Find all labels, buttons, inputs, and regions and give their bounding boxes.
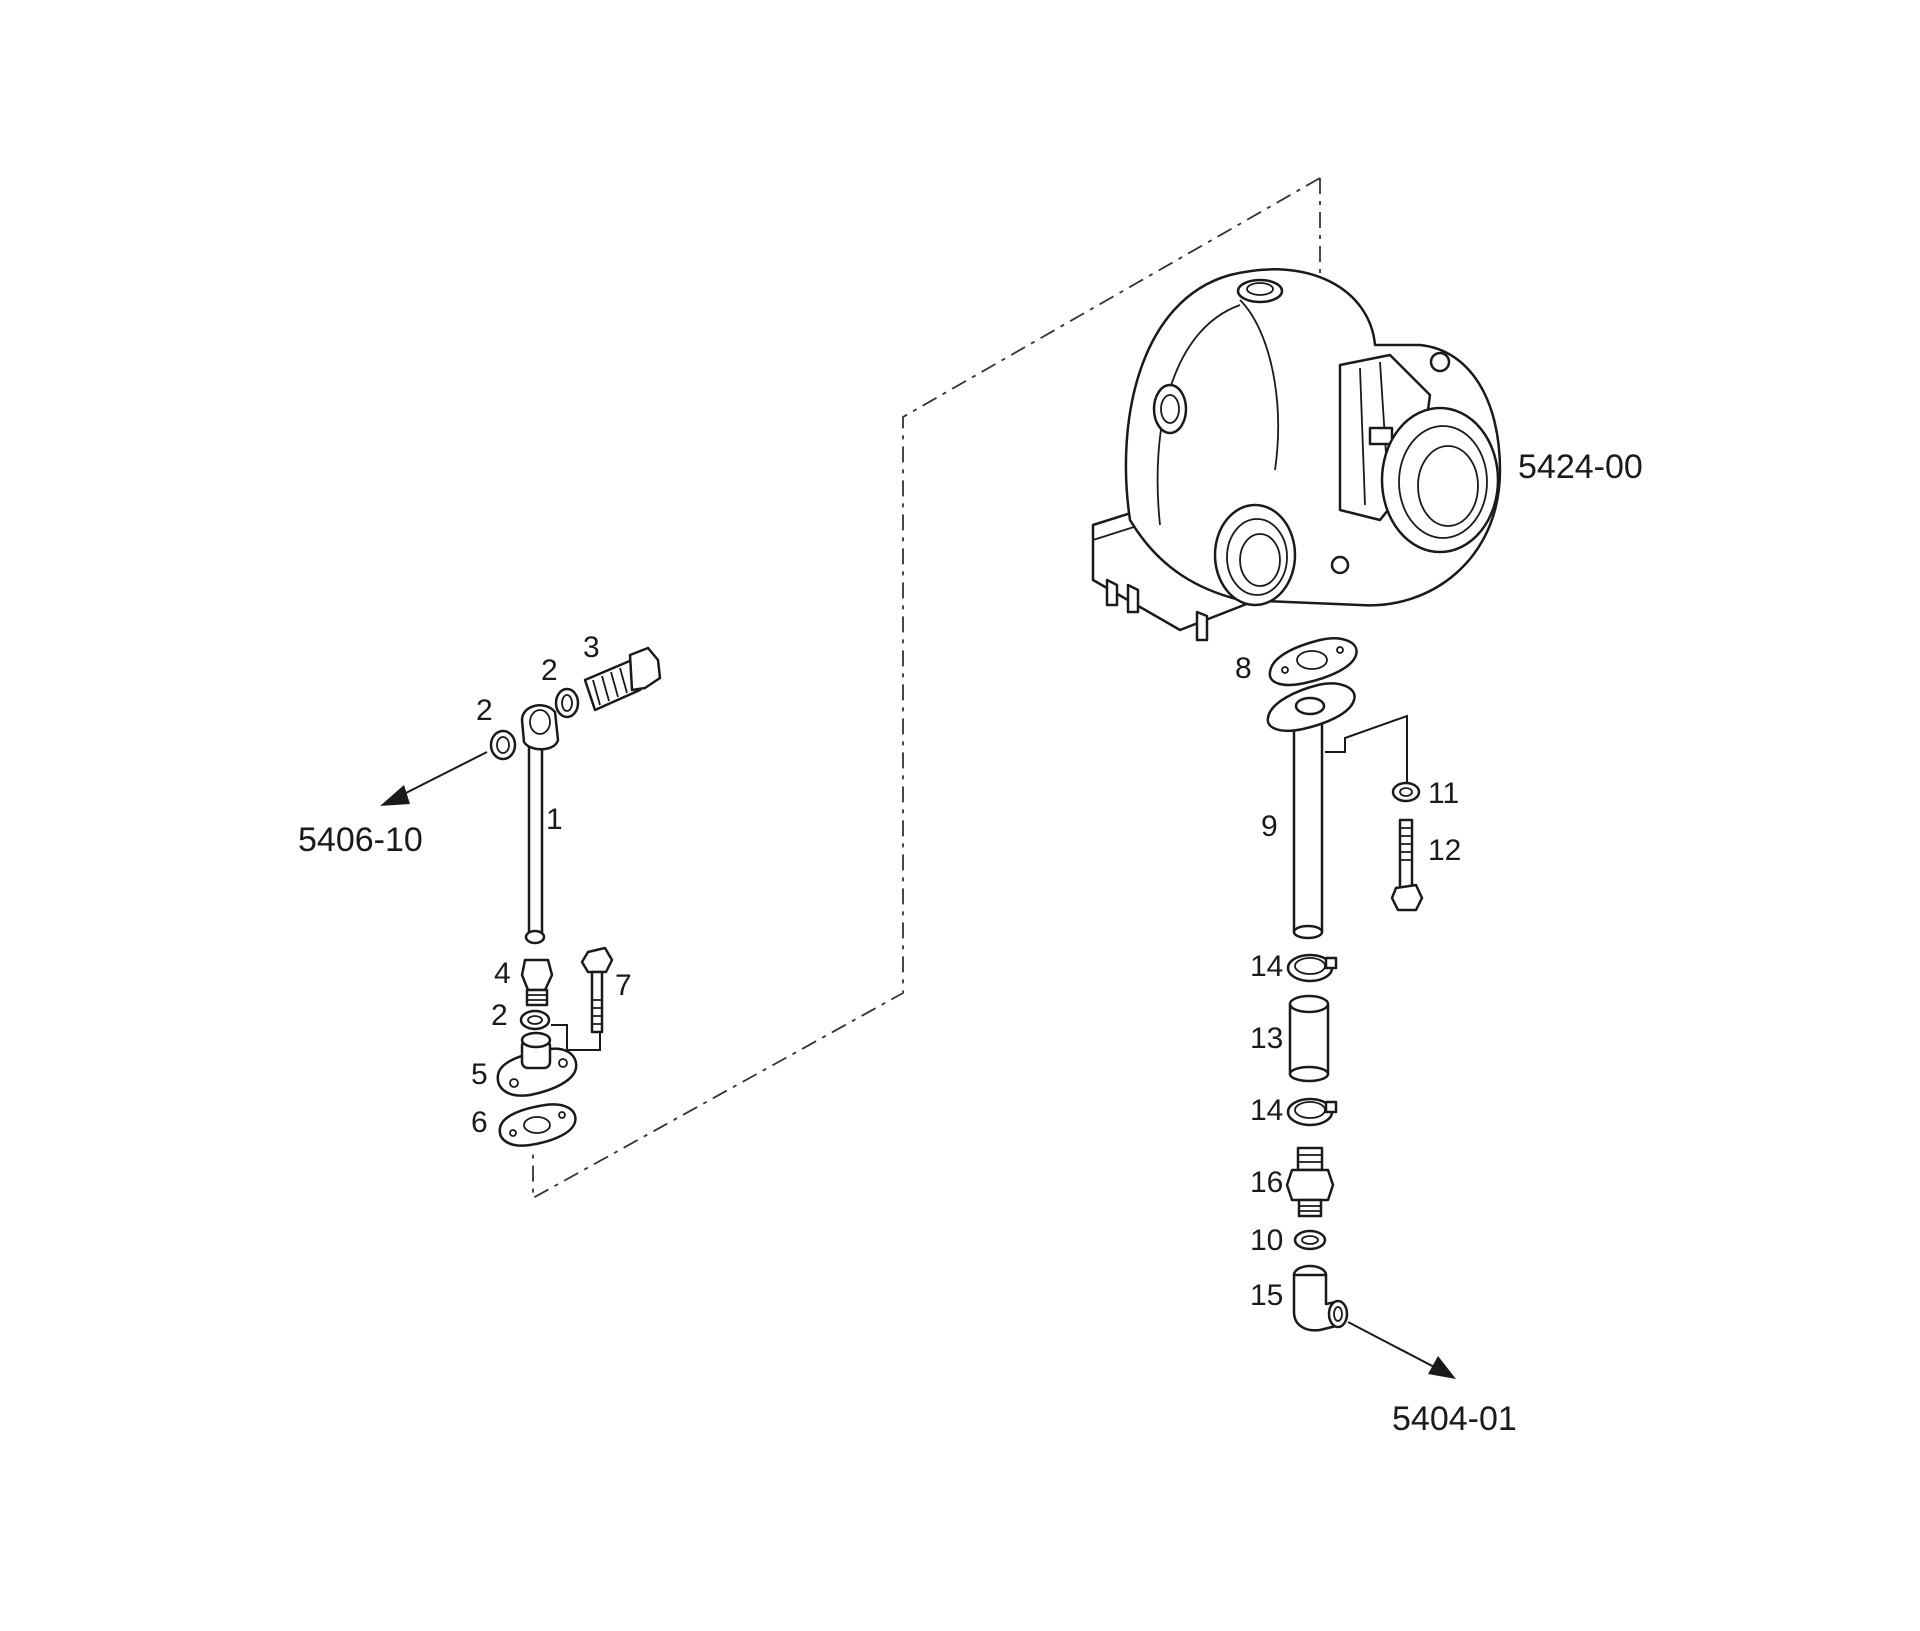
callout-12: 12 [1428,834,1461,867]
flange-bolt [580,946,614,1034]
oil-supply-pipe [520,704,560,945]
callout-5: 5 [471,1058,488,1091]
sealing-ring-2 [554,687,580,719]
callout-4: 4 [494,957,511,990]
supply-gasket [498,1103,577,1147]
arrow-to-5406-10 [380,751,488,806]
hose-clamp-14 [1286,953,1338,983]
washer-10 [1293,1229,1327,1251]
callout-6: 6 [471,1106,488,1139]
elbow-fitting [1292,1264,1349,1332]
oil-supply-flange [496,1031,578,1097]
ref-5424-00: 5424-00 [1518,448,1643,486]
callout-8: 8 [1235,652,1252,685]
callout-2: 2 [491,999,508,1032]
callout-14: 14 [1250,1094,1283,1127]
adapter-fitting [1285,1146,1335,1218]
washer-11 [1391,781,1421,803]
sealing-ring-2 [489,729,517,761]
callout-16: 16 [1250,1166,1283,1199]
leader-bracket [1325,714,1408,782]
ref-5406-10: 5406-10 [298,821,423,859]
arrow-to-5404-01 [1347,1321,1456,1379]
callout-9: 9 [1261,810,1278,843]
callout-10: 10 [1250,1224,1283,1257]
union-fitting [520,958,554,1007]
callout-2: 2 [476,694,493,727]
washer-2 [519,1009,551,1031]
callout-13: 13 [1250,1022,1283,1055]
banjo-bolt [583,646,662,712]
oil-return-pipe [1266,682,1356,940]
return-hose [1288,994,1330,1083]
callout-14: 14 [1250,950,1283,983]
return-flange-bolt [1390,818,1424,912]
turbocharger-housing [1091,268,1502,642]
hose-clamp-14 [1286,1097,1338,1127]
callout-3: 3 [583,631,600,664]
callout-7: 7 [615,969,632,1002]
return-gasket [1268,637,1358,687]
callout-15: 15 [1250,1279,1283,1312]
callout-1: 1 [546,803,563,836]
callout-2: 2 [541,654,558,687]
callout-11: 11 [1428,777,1459,810]
ref-5404-01: 5404-01 [1392,1400,1517,1438]
